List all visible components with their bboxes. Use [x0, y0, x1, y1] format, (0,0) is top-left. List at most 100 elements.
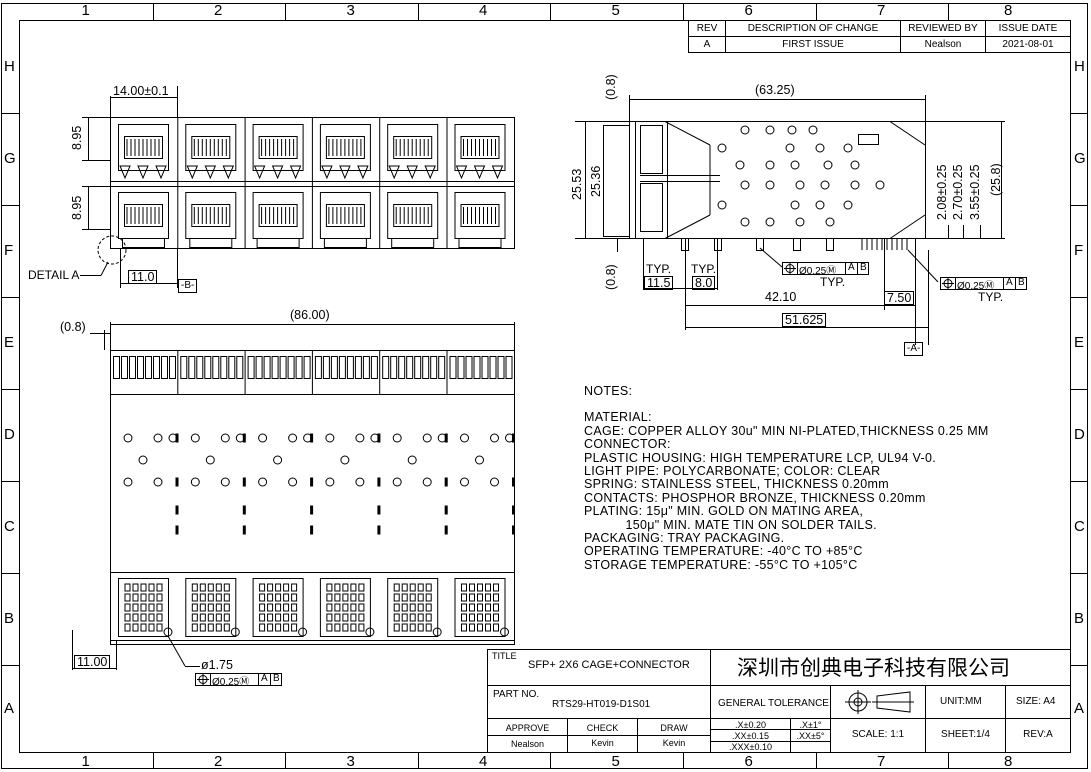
- zone-label: 5: [611, 753, 620, 770]
- front-finger: [255, 356, 263, 379]
- top-hole-dia: ø1.75: [201, 658, 233, 672]
- slot: [377, 477, 381, 487]
- vent-hole: [422, 477, 432, 487]
- rev-header-rev: REV: [696, 23, 718, 34]
- side-tol-b-datum-a: A: [1006, 277, 1013, 288]
- mount-hole: [365, 627, 375, 637]
- vent-hole: [235, 433, 245, 443]
- side-dim-42: 42.10: [765, 290, 797, 304]
- front-finger: [505, 356, 513, 379]
- general-tolerance: GENERAL TOLERANCE: [718, 698, 829, 709]
- rev-header-date: ISSUE DATE: [998, 23, 1058, 34]
- front-finger: [438, 356, 446, 379]
- front-finger: [113, 356, 120, 379]
- pad: [342, 583, 349, 592]
- pad: [140, 603, 147, 612]
- vent-hole: [392, 433, 402, 443]
- pad: [477, 583, 483, 592]
- front-finger: [220, 356, 228, 379]
- rev-row-reviewer: Nealson: [924, 39, 962, 50]
- connector-footprint: [252, 578, 304, 637]
- note-line: CONNECTOR:: [584, 437, 671, 452]
- vent-hole: [740, 125, 750, 135]
- pad: [132, 583, 139, 592]
- vent-hole: [190, 477, 200, 487]
- vent-hole: [288, 433, 298, 443]
- zone-label: H: [1074, 57, 1085, 75]
- front-dim-width: 14.00±0.1: [113, 84, 169, 98]
- pad: [401, 583, 408, 592]
- zone-label: G: [4, 150, 16, 167]
- part-number: RTS29-HT019-D1S01: [552, 699, 651, 710]
- pad: [461, 623, 467, 632]
- pad: [191, 593, 198, 602]
- zone-label: 7: [877, 2, 886, 19]
- slot: [444, 505, 448, 515]
- front-finger: [465, 356, 473, 379]
- port-contacts: [124, 136, 163, 159]
- vent-hole: [460, 433, 469, 443]
- vent-hole: [325, 477, 335, 487]
- port-base: [189, 238, 233, 248]
- pad: [326, 583, 333, 592]
- pad: [156, 623, 163, 632]
- vent-hole: [815, 143, 825, 153]
- pad: [291, 583, 298, 592]
- slot: [512, 477, 515, 487]
- vent-hole: [875, 180, 885, 190]
- pad: [334, 623, 341, 632]
- pad: [275, 603, 282, 612]
- tol-xxx: .XXX±0.10: [729, 742, 772, 752]
- pad: [425, 603, 432, 612]
- zone-label: A: [4, 699, 15, 717]
- pad: [207, 603, 214, 612]
- zone-label: 4: [479, 753, 488, 770]
- note-line: LIGHT PIPE: POLYCARBONATE; COLOR: CLEAR: [584, 464, 881, 479]
- pad: [207, 623, 214, 632]
- pad: [148, 623, 155, 632]
- zone-label: A: [1074, 699, 1085, 717]
- vent-hole: [460, 477, 469, 487]
- pad: [132, 593, 139, 602]
- front-finger: [287, 356, 295, 379]
- pad: [350, 583, 357, 592]
- pad: [223, 613, 230, 622]
- note-line: OPERATING TEMPERATURE: -40°C TO +85°C: [584, 544, 863, 559]
- vent-hole: [795, 217, 805, 227]
- zone-label: B: [1074, 610, 1085, 627]
- front-finger: [247, 356, 255, 379]
- pad: [215, 613, 222, 622]
- pad: [461, 603, 467, 612]
- pad: [401, 623, 408, 632]
- pad: [275, 613, 282, 622]
- zone-label: H: [4, 57, 15, 75]
- zone-label: 6: [744, 2, 753, 19]
- pad: [477, 613, 483, 622]
- vent-hole: [205, 455, 215, 465]
- side-tol-a-datum-a: A: [848, 262, 855, 273]
- pad: [493, 603, 499, 612]
- vent-hole: [288, 477, 298, 487]
- pad: [493, 613, 499, 622]
- vent-hole: [407, 455, 417, 465]
- vent-hole: [153, 433, 163, 443]
- pad: [283, 593, 290, 602]
- pad: [493, 623, 499, 632]
- vent-hole: [220, 477, 230, 487]
- rev-row-description: FIRST ISSUE: [782, 39, 844, 50]
- vent-hole: [220, 433, 230, 443]
- latch-triangle: [119, 165, 131, 180]
- pad: [409, 583, 416, 592]
- mount-hole: [500, 627, 509, 637]
- rev-row-rev: A: [703, 39, 711, 50]
- latch-triangle: [357, 165, 369, 180]
- front-finger: [129, 356, 136, 379]
- top-tol-datum-a: A: [261, 673, 268, 684]
- pad: [259, 623, 266, 632]
- pad: [215, 593, 222, 602]
- pad: [215, 583, 222, 592]
- port-contacts: [393, 136, 433, 159]
- side-dim-h2: 25.36: [589, 165, 603, 197]
- front-finger: [196, 356, 204, 379]
